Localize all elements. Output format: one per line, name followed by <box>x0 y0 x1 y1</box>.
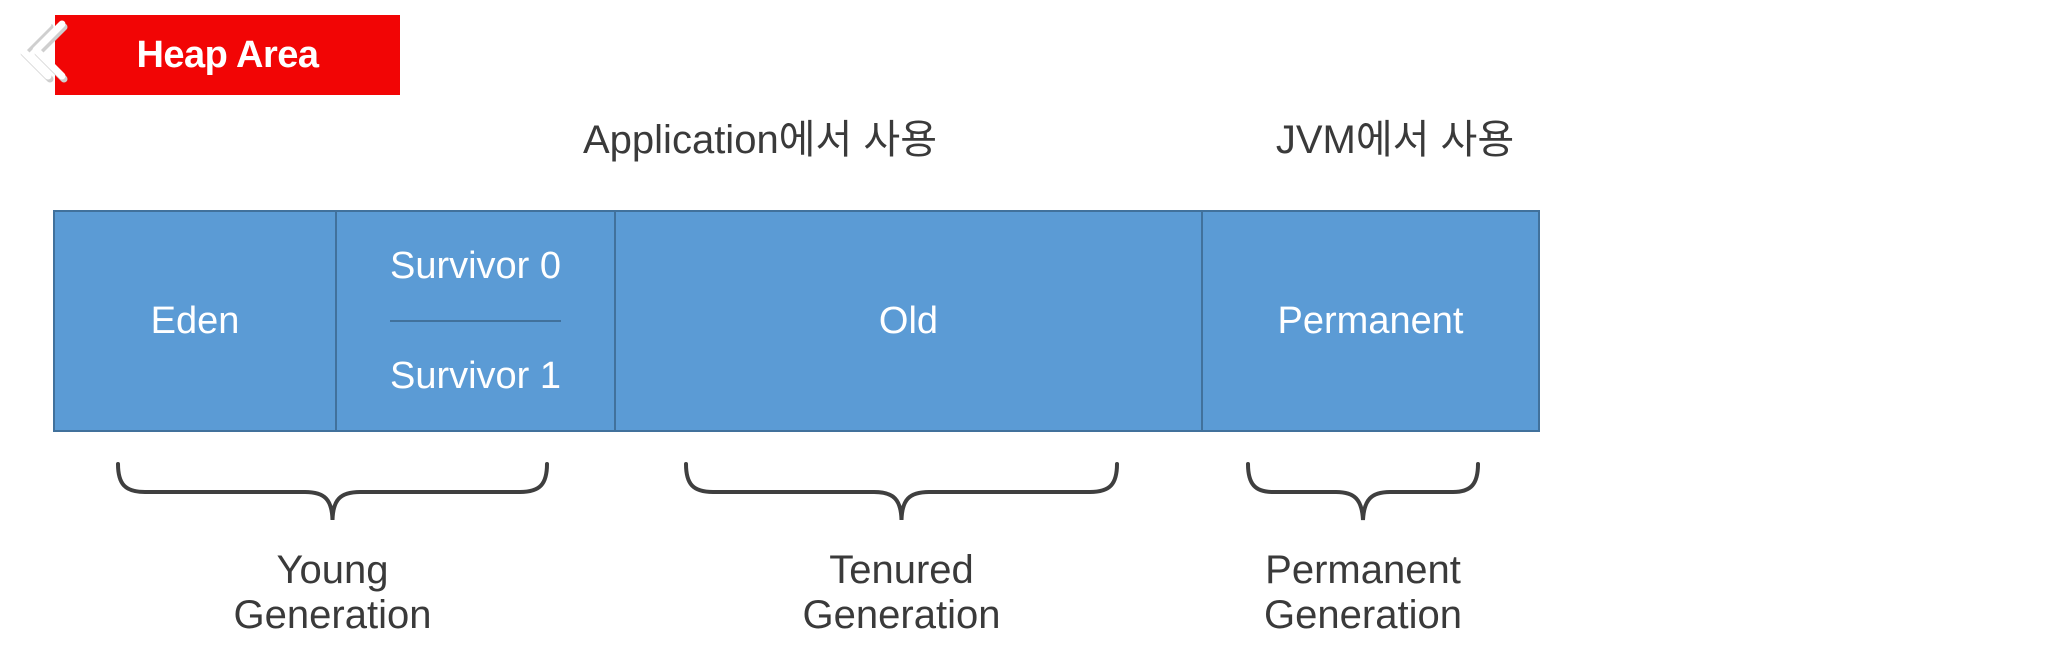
memory-region-survivor-1[interactable]: Survivor 1 <box>389 320 562 430</box>
memory-region-survivor-group: Survivor 0 Survivor 1 <box>335 212 614 430</box>
memory-region-survivor-1-label: Survivor 1 <box>389 355 562 397</box>
memory-region-permanent-label: Permanent <box>1277 300 1464 342</box>
heap-area-banner-label: Heap Area <box>136 34 319 76</box>
memory-region-old-label: Old <box>878 300 939 342</box>
heap-area-banner: Heap Area <box>55 15 400 95</box>
chevron-left-icon[interactable] <box>18 10 82 90</box>
brace-young-generation <box>115 462 550 522</box>
generation-label-young: Young Generation <box>233 548 432 637</box>
heap-memory-bar: Eden Survivor 0 Survivor 1 Old Permanent <box>53 210 1540 432</box>
memory-region-eden-label: Eden <box>150 300 240 342</box>
memory-region-survivor-0[interactable]: Survivor 0 <box>390 212 561 320</box>
brace-tenured-generation <box>683 462 1120 522</box>
memory-region-old[interactable]: Old <box>614 212 1201 430</box>
memory-region-permanent[interactable]: Permanent <box>1201 212 1538 430</box>
generation-label-tenured: Tenured Generation <box>802 548 1001 637</box>
brace-permanent-generation <box>1245 462 1481 522</box>
generation-label-permanent: Permanent Generation <box>1264 548 1462 637</box>
caption-application-usage: Application에서 사용 <box>583 118 937 162</box>
memory-region-survivor-0-label: Survivor 0 <box>389 245 562 287</box>
memory-region-eden[interactable]: Eden <box>55 212 335 430</box>
caption-jvm-usage: JVM에서 사용 <box>1275 118 1515 162</box>
